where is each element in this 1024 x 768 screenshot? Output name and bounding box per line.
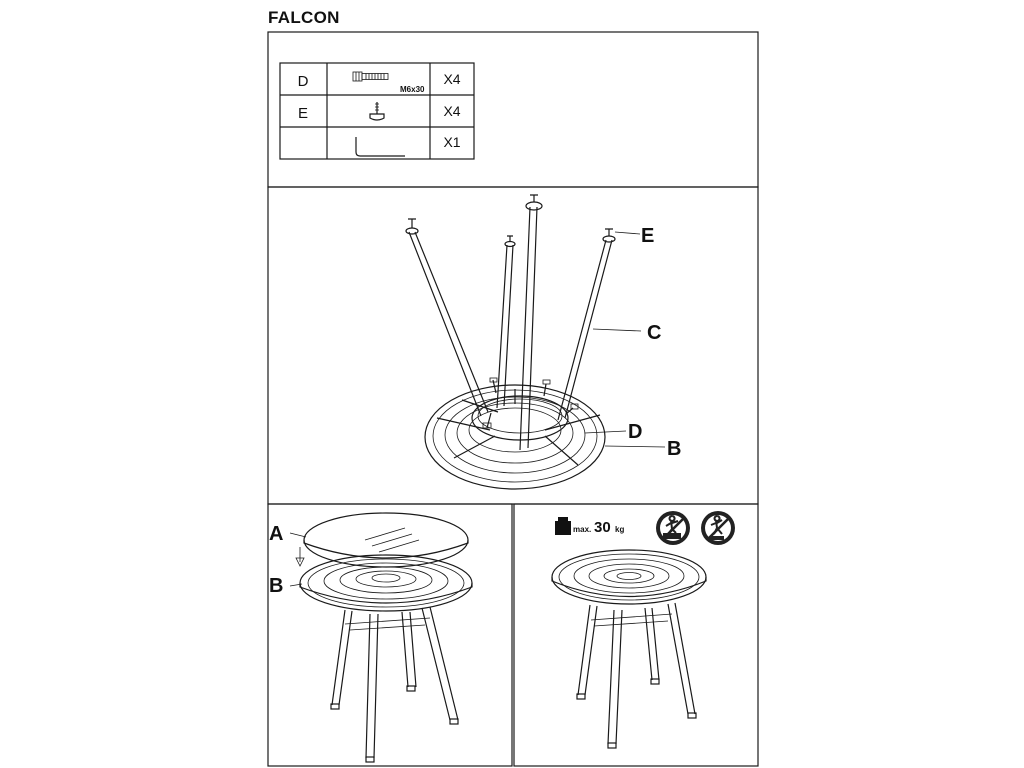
- allen-key-icon: [355, 137, 405, 157]
- fixing-bolts: [482, 377, 579, 429]
- levelling-foot-icon: [369, 102, 385, 121]
- callout-b: B: [667, 438, 681, 460]
- base-ring-frame: [424, 384, 606, 490]
- label-a: A: [269, 523, 283, 545]
- parts-panel: [267, 31, 759, 188]
- down-arrow-icon: [295, 547, 305, 567]
- weight-icon: [555, 517, 571, 535]
- load-unit: kg: [615, 525, 624, 534]
- load-value: 30: [594, 519, 611, 536]
- bolt-icon: [352, 71, 389, 82]
- page-title: FALCON: [268, 8, 340, 27]
- step3-panel: [513, 503, 759, 767]
- callout-c: C: [647, 322, 661, 344]
- step1-panel: [267, 186, 759, 505]
- no-climbing-icon: [701, 511, 735, 545]
- step1-diagram: E C D B: [405, 194, 681, 490]
- part-letter-d: D: [298, 73, 309, 90]
- parts-table: D E X4 X4 X1 M6x30: [279, 62, 475, 160]
- callout-d: D: [628, 421, 642, 443]
- step2-panel: [267, 503, 513, 767]
- part-letter-e: E: [298, 105, 308, 122]
- base-legs: [405, 201, 616, 451]
- part-qty-key: X1: [443, 134, 460, 150]
- levelling-feet: [408, 194, 613, 241]
- load-prefix: max.: [573, 525, 591, 534]
- part-qty-e: X4: [443, 103, 460, 119]
- callout-e: E: [641, 225, 654, 247]
- table-legs: [330, 606, 459, 763]
- assembled-table: [551, 549, 707, 749]
- step3-diagram: max. 30 kg: [551, 511, 735, 749]
- bolt-spec: M6x30: [400, 85, 425, 94]
- label-b: B: [269, 575, 283, 597]
- round-tabletop: [299, 554, 473, 612]
- step2-diagram: A B: [269, 512, 473, 763]
- part-qty-d: X4: [443, 71, 460, 87]
- no-standing-on-table-icon: [656, 511, 690, 545]
